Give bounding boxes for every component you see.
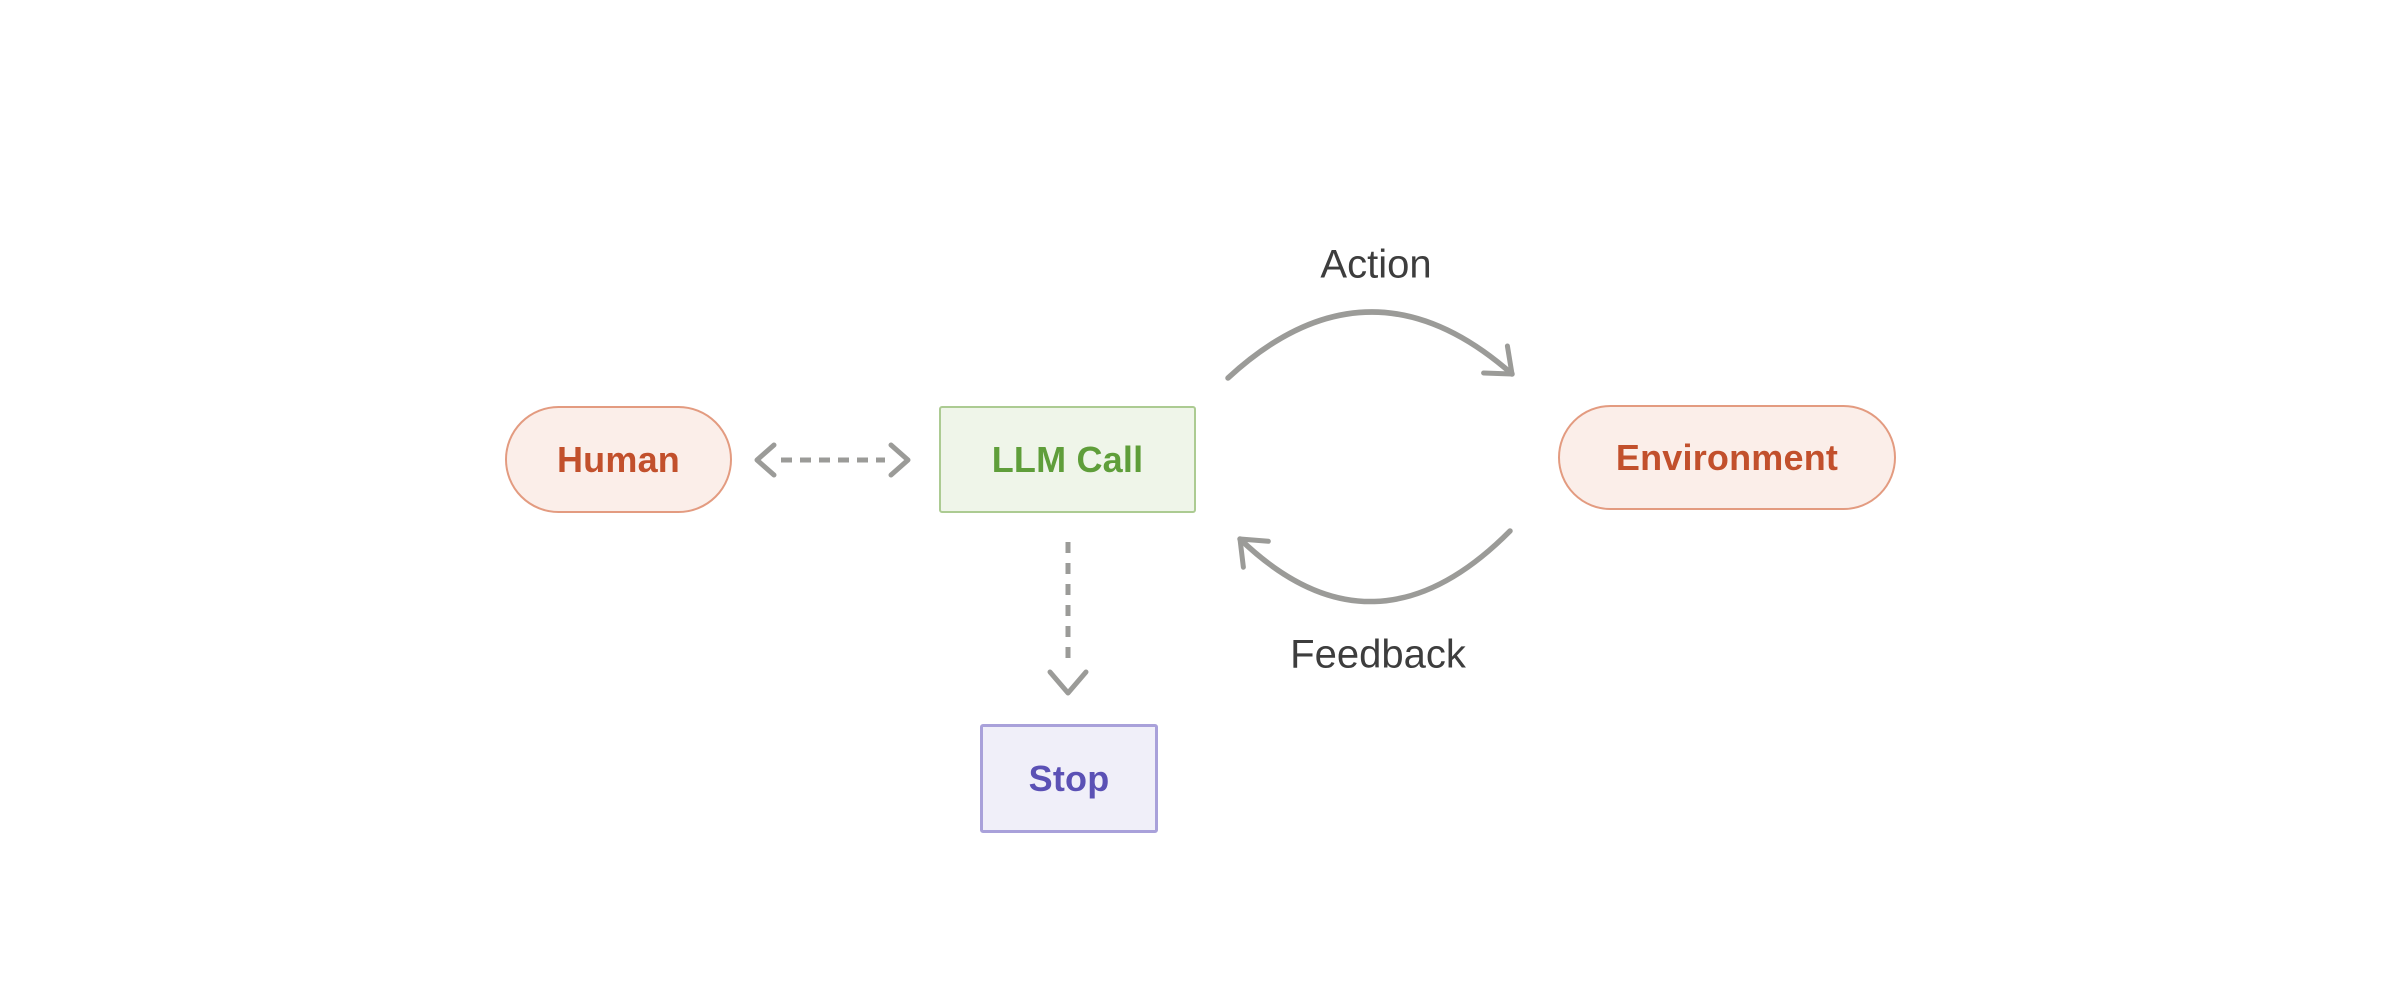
edge-label-feedback: Feedback bbox=[1290, 632, 1466, 677]
node-llm-call-label: LLM Call bbox=[991, 438, 1144, 480]
human-llm-dashed-double-arrow bbox=[754, 442, 911, 478]
right-chevron-arrowhead bbox=[888, 442, 911, 478]
feedback-arc-arrow bbox=[1237, 528, 1513, 605]
left-chevron-arrowhead bbox=[754, 442, 777, 478]
node-environment: Environment bbox=[1558, 405, 1896, 510]
node-human: Human bbox=[505, 406, 732, 513]
down-chevron-arrowhead bbox=[1047, 669, 1089, 696]
action-arc-arrow bbox=[1225, 309, 1515, 381]
edge-label-action: Action bbox=[1320, 242, 1432, 287]
node-llm-call: LLM Call bbox=[939, 406, 1196, 513]
node-stop-label: Stop bbox=[1028, 757, 1110, 799]
node-environment-label: Environment bbox=[1615, 436, 1839, 478]
llm-stop-dashed-arrow bbox=[1047, 542, 1089, 696]
node-human-label: Human bbox=[556, 438, 680, 480]
node-stop: Stop bbox=[980, 724, 1158, 833]
